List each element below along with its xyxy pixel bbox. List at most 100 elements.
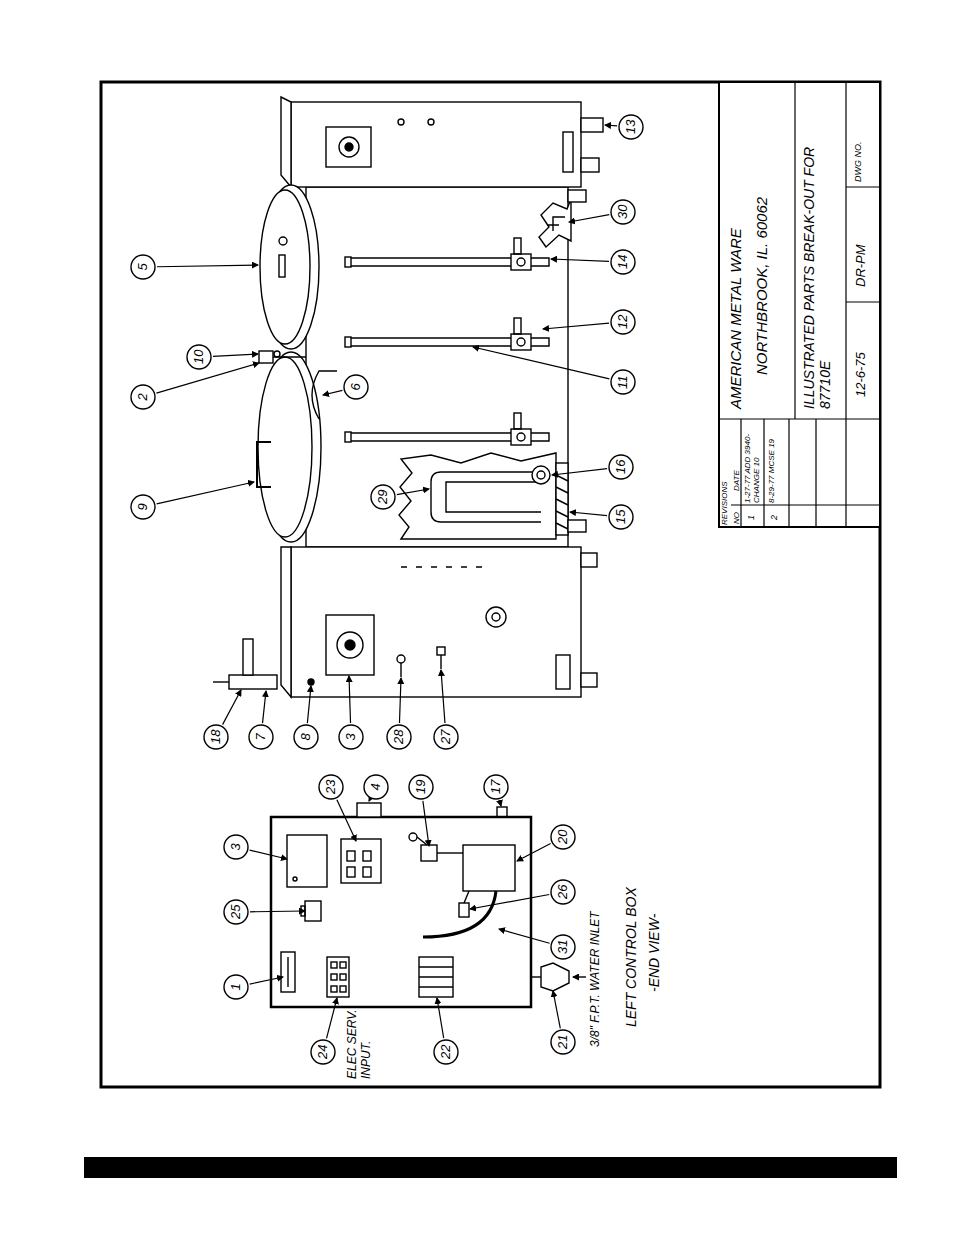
callout-circle <box>551 880 575 904</box>
callout-number: 4 <box>369 783 384 790</box>
drawing-number-label: DWG NO. <box>853 142 863 183</box>
callout-circle <box>224 900 248 924</box>
leader-line <box>399 678 401 723</box>
callout-number: 23 <box>324 780 339 794</box>
leader-line <box>543 323 609 329</box>
callout-circle <box>224 835 248 859</box>
callout-number: 10 <box>192 350 207 364</box>
control-box-view <box>271 803 586 1007</box>
callout-circle <box>609 455 633 479</box>
leader-line <box>323 390 342 395</box>
leader-line <box>307 686 311 723</box>
revision-header: REVISIONS <box>720 481 729 525</box>
callout-circle <box>294 725 318 749</box>
callout-number: 24 <box>316 1045 331 1059</box>
leader-line <box>250 910 305 912</box>
callout-number: 3 <box>344 733 359 740</box>
leader-line <box>500 801 501 806</box>
callout-circle <box>434 725 458 749</box>
revision-header: DATE <box>732 470 741 491</box>
leader-lines <box>156 125 617 1038</box>
callout-number: 1 <box>229 983 244 990</box>
leader-line <box>569 215 609 222</box>
callout-number: 31 <box>556 940 571 954</box>
leader-line <box>570 512 607 516</box>
callout-circle <box>371 485 395 509</box>
callout-circle <box>387 725 411 749</box>
callout-number: 8 <box>299 733 314 740</box>
revision-cell: 1 <box>746 515 756 520</box>
revision-cell: 2 <box>769 515 779 520</box>
leader-line <box>553 991 560 1028</box>
callout-circle <box>339 725 363 749</box>
callout-circle <box>311 1040 335 1064</box>
leader-line <box>263 691 266 723</box>
callout-number: 11 <box>616 376 631 390</box>
callout-circle <box>611 200 635 224</box>
callout-number: 22 <box>439 1045 454 1059</box>
leader-line <box>437 998 444 1038</box>
callout-circle <box>131 385 155 409</box>
callout-number: 6 <box>349 383 364 390</box>
callout-number: 16 <box>614 460 629 474</box>
leader-line <box>605 124 617 126</box>
callout-circle <box>611 310 635 334</box>
callout-number: 3 <box>229 843 244 850</box>
leader-line <box>156 363 259 393</box>
leader-line <box>423 801 429 846</box>
callout-number: 17 <box>489 780 504 794</box>
callout-circle <box>187 345 211 369</box>
leader-line <box>213 354 258 356</box>
leader-line <box>157 482 254 504</box>
callout-circle <box>434 1040 458 1064</box>
leader-line <box>397 489 429 495</box>
callout-circle <box>344 375 368 399</box>
callout-circle <box>609 505 633 529</box>
leader-line <box>223 690 241 725</box>
callout-circle <box>131 255 155 279</box>
leader-line <box>250 977 283 984</box>
sheet-border <box>101 82 880 1087</box>
drawing-date: 12-6-75 <box>854 352 869 397</box>
leader-line <box>337 800 356 841</box>
callout-number: 28 <box>392 730 407 744</box>
callout-number: 12 <box>616 315 631 329</box>
callout-circle <box>611 370 635 394</box>
callout-circle <box>551 825 575 849</box>
callout-number: 18 <box>209 730 224 744</box>
callout-number: 25 <box>229 905 244 919</box>
callout-number: 26 <box>556 885 571 899</box>
callout-circle <box>224 975 248 999</box>
callout-number: 5 <box>136 263 151 270</box>
leader-line <box>470 895 549 909</box>
company-name: AMERICAN METAL WARE <box>727 228 744 409</box>
callout-circle <box>551 935 575 959</box>
callout-number: 29 <box>376 490 391 504</box>
leader-line <box>441 670 445 723</box>
footer-bar <box>84 1157 897 1178</box>
callout-circle <box>249 725 273 749</box>
callout-circle <box>551 1030 575 1054</box>
revision-cell: 8-29-77 MCSE 19 <box>767 423 776 503</box>
callout-circle <box>364 775 388 799</box>
leader-line <box>368 800 370 801</box>
callout-circle <box>131 495 155 519</box>
callout-number: 21 <box>556 1035 571 1049</box>
callout-circle <box>611 250 635 274</box>
view-caption: -END VIEW- <box>646 914 662 992</box>
company-address: NORTHBROOK, IL. 60062 <box>753 197 770 375</box>
callout-number: 7 <box>254 733 269 740</box>
revision-header: NO <box>732 512 741 524</box>
leader-line <box>327 998 337 1038</box>
revision-cell: 1-27-77 ADD 3940-CHANGE 10 <box>743 423 761 503</box>
leader-line <box>499 929 550 943</box>
callout-number: 27 <box>439 730 454 744</box>
callout-circles <box>131 115 643 1064</box>
leader-line <box>552 469 607 475</box>
drawing-sheet: 13252341917202631212224ELEC SERV. INPUT.… <box>101 82 880 1087</box>
callout-number: 30 <box>616 205 631 219</box>
callout-number: 13 <box>624 120 639 134</box>
view-caption: LEFT CONTROL BOX <box>623 887 639 1027</box>
leader-line <box>349 676 351 723</box>
callout-circle <box>484 775 508 799</box>
